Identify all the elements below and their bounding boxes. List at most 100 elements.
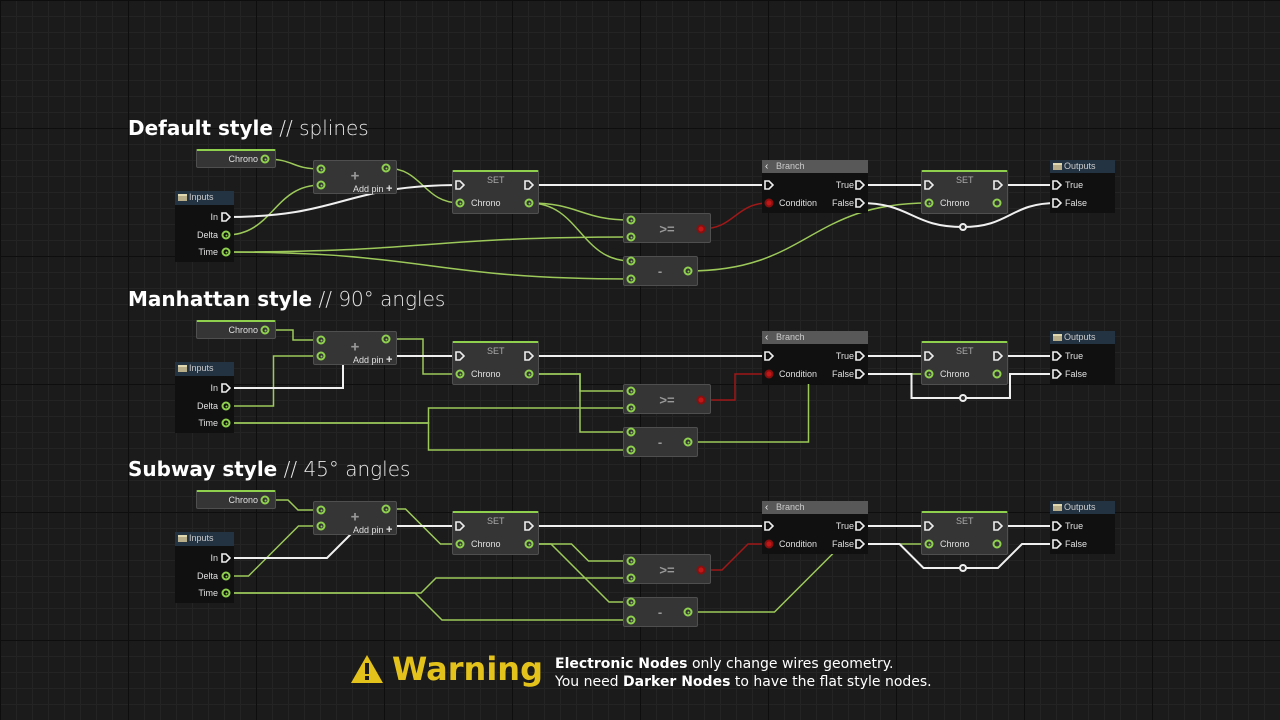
sub-in-pin-a[interactable] xyxy=(626,597,636,607)
add-out-pin[interactable] xyxy=(381,163,391,173)
sub-out-pin[interactable] xyxy=(683,266,693,276)
set-node[interactable] xyxy=(452,341,539,385)
condition-pin[interactable] xyxy=(764,539,774,549)
time-pin[interactable] xyxy=(221,418,231,428)
set-chrono-in-pin[interactable] xyxy=(455,198,465,208)
inputs-node-header[interactable]: Inputs xyxy=(175,191,234,205)
time-pin[interactable] xyxy=(221,588,231,598)
outputs-true-pin[interactable] xyxy=(1052,351,1062,361)
ge-out-pin[interactable] xyxy=(696,224,706,234)
time-pin[interactable] xyxy=(221,247,231,257)
branch-true-pin[interactable] xyxy=(855,180,865,190)
add-out-pin[interactable] xyxy=(381,334,391,344)
set-chrono-out-pin[interactable] xyxy=(524,198,534,208)
branch-node-header[interactable]: ‹Branch xyxy=(762,160,868,173)
branch-true-pin[interactable] xyxy=(855,521,865,531)
ge-in-pin-b[interactable] xyxy=(626,403,636,413)
delta-pin[interactable] xyxy=(221,230,231,240)
branch-false-pin[interactable] xyxy=(855,539,865,549)
ge-in-pin-a[interactable] xyxy=(626,386,636,396)
add-in-pin-b[interactable] xyxy=(316,351,326,361)
sub-in-pin-a[interactable] xyxy=(626,427,636,437)
outputs-node-header[interactable]: Outputs xyxy=(1050,160,1115,173)
sub-in-pin-b[interactable] xyxy=(626,274,636,284)
set-chrono-in-pin[interactable] xyxy=(455,369,465,379)
sub-in-pin-b[interactable] xyxy=(626,615,636,625)
set2-chrono-in-pin[interactable] xyxy=(924,198,934,208)
sub-in-pin-b[interactable] xyxy=(626,445,636,455)
set2-chrono-out-pin[interactable] xyxy=(992,539,1002,549)
set2-chrono-in-pin[interactable] xyxy=(924,539,934,549)
set-exec-in-pin[interactable] xyxy=(455,351,465,361)
chrono-variable-node[interactable] xyxy=(196,490,276,509)
chrono-out-pin[interactable] xyxy=(260,495,270,505)
outputs-true-pin[interactable] xyxy=(1052,521,1062,531)
add-in-pin-a[interactable] xyxy=(316,164,326,174)
in-exec-pin[interactable] xyxy=(221,383,231,393)
set-chrono-in-pin[interactable] xyxy=(455,539,465,549)
reroute-node[interactable] xyxy=(959,394,967,402)
add-in-pin-b[interactable] xyxy=(316,180,326,190)
set2-chrono-out-pin[interactable] xyxy=(992,369,1002,379)
in-exec-pin[interactable] xyxy=(221,212,231,222)
set-chrono-out-pin[interactable] xyxy=(524,369,534,379)
outputs-false-pin[interactable] xyxy=(1052,369,1062,379)
set2-chrono-out-pin[interactable] xyxy=(992,198,1002,208)
outputs-true-pin[interactable] xyxy=(1052,180,1062,190)
ge-out-pin[interactable] xyxy=(696,395,706,405)
ge-out-pin[interactable] xyxy=(696,565,706,575)
add-in-pin-a[interactable] xyxy=(316,505,326,515)
outputs-node-header[interactable]: Outputs xyxy=(1050,331,1115,344)
outputs-false-pin[interactable] xyxy=(1052,539,1062,549)
set-exec-out-pin[interactable] xyxy=(524,180,534,190)
branch-exec-in-pin[interactable] xyxy=(764,521,774,531)
branch-exec-in-pin[interactable] xyxy=(764,351,774,361)
ge-in-pin-b[interactable] xyxy=(626,232,636,242)
set-node[interactable] xyxy=(452,511,539,555)
branch-true-pin[interactable] xyxy=(855,351,865,361)
sub-in-pin-a[interactable] xyxy=(626,256,636,266)
delta-pin[interactable] xyxy=(221,401,231,411)
in-exec-pin[interactable] xyxy=(221,553,231,563)
outputs-false-pin[interactable] xyxy=(1052,198,1062,208)
inputs-node-header[interactable]: Inputs xyxy=(175,362,234,376)
condition-pin[interactable] xyxy=(764,198,774,208)
greater-equal-node[interactable] xyxy=(623,384,711,414)
add-in-pin-a[interactable] xyxy=(316,335,326,345)
reroute-node[interactable] xyxy=(959,564,967,572)
set-node[interactable] xyxy=(452,170,539,214)
set-chrono-out-pin[interactable] xyxy=(524,539,534,549)
add-pin-button[interactable]: Add pin + xyxy=(353,355,392,366)
greater-equal-node[interactable] xyxy=(623,554,711,584)
add-pin-button[interactable]: Add pin + xyxy=(353,184,392,195)
set-exec-out-pin[interactable] xyxy=(524,351,534,361)
chrono-out-pin[interactable] xyxy=(260,325,270,335)
set2-exec-out-pin[interactable] xyxy=(993,521,1003,531)
set-exec-in-pin[interactable] xyxy=(455,180,465,190)
chrono-variable-node[interactable] xyxy=(196,149,276,168)
branch-false-pin[interactable] xyxy=(855,198,865,208)
branch-node-header[interactable]: ‹Branch xyxy=(762,501,868,514)
ge-in-pin-a[interactable] xyxy=(626,556,636,566)
set-exec-out-pin[interactable] xyxy=(524,521,534,531)
set2-exec-out-pin[interactable] xyxy=(993,180,1003,190)
ge-in-pin-a[interactable] xyxy=(626,215,636,225)
outputs-node-header[interactable]: Outputs xyxy=(1050,501,1115,514)
set2-exec-in-pin[interactable] xyxy=(924,180,934,190)
sub-out-pin[interactable] xyxy=(683,607,693,617)
condition-pin[interactable] xyxy=(764,369,774,379)
ge-in-pin-b[interactable] xyxy=(626,573,636,583)
branch-node-header[interactable]: ‹Branch xyxy=(762,331,868,344)
add-in-pin-b[interactable] xyxy=(316,521,326,531)
chrono-out-pin[interactable] xyxy=(260,154,270,164)
inputs-node-header[interactable]: Inputs xyxy=(175,532,234,546)
branch-false-pin[interactable] xyxy=(855,369,865,379)
sub-out-pin[interactable] xyxy=(683,437,693,447)
reroute-node[interactable] xyxy=(959,223,967,231)
set2-exec-in-pin[interactable] xyxy=(924,521,934,531)
set2-exec-out-pin[interactable] xyxy=(993,351,1003,361)
set-exec-in-pin[interactable] xyxy=(455,521,465,531)
add-pin-button[interactable]: Add pin + xyxy=(353,525,392,536)
delta-pin[interactable] xyxy=(221,571,231,581)
chrono-variable-node[interactable] xyxy=(196,320,276,339)
